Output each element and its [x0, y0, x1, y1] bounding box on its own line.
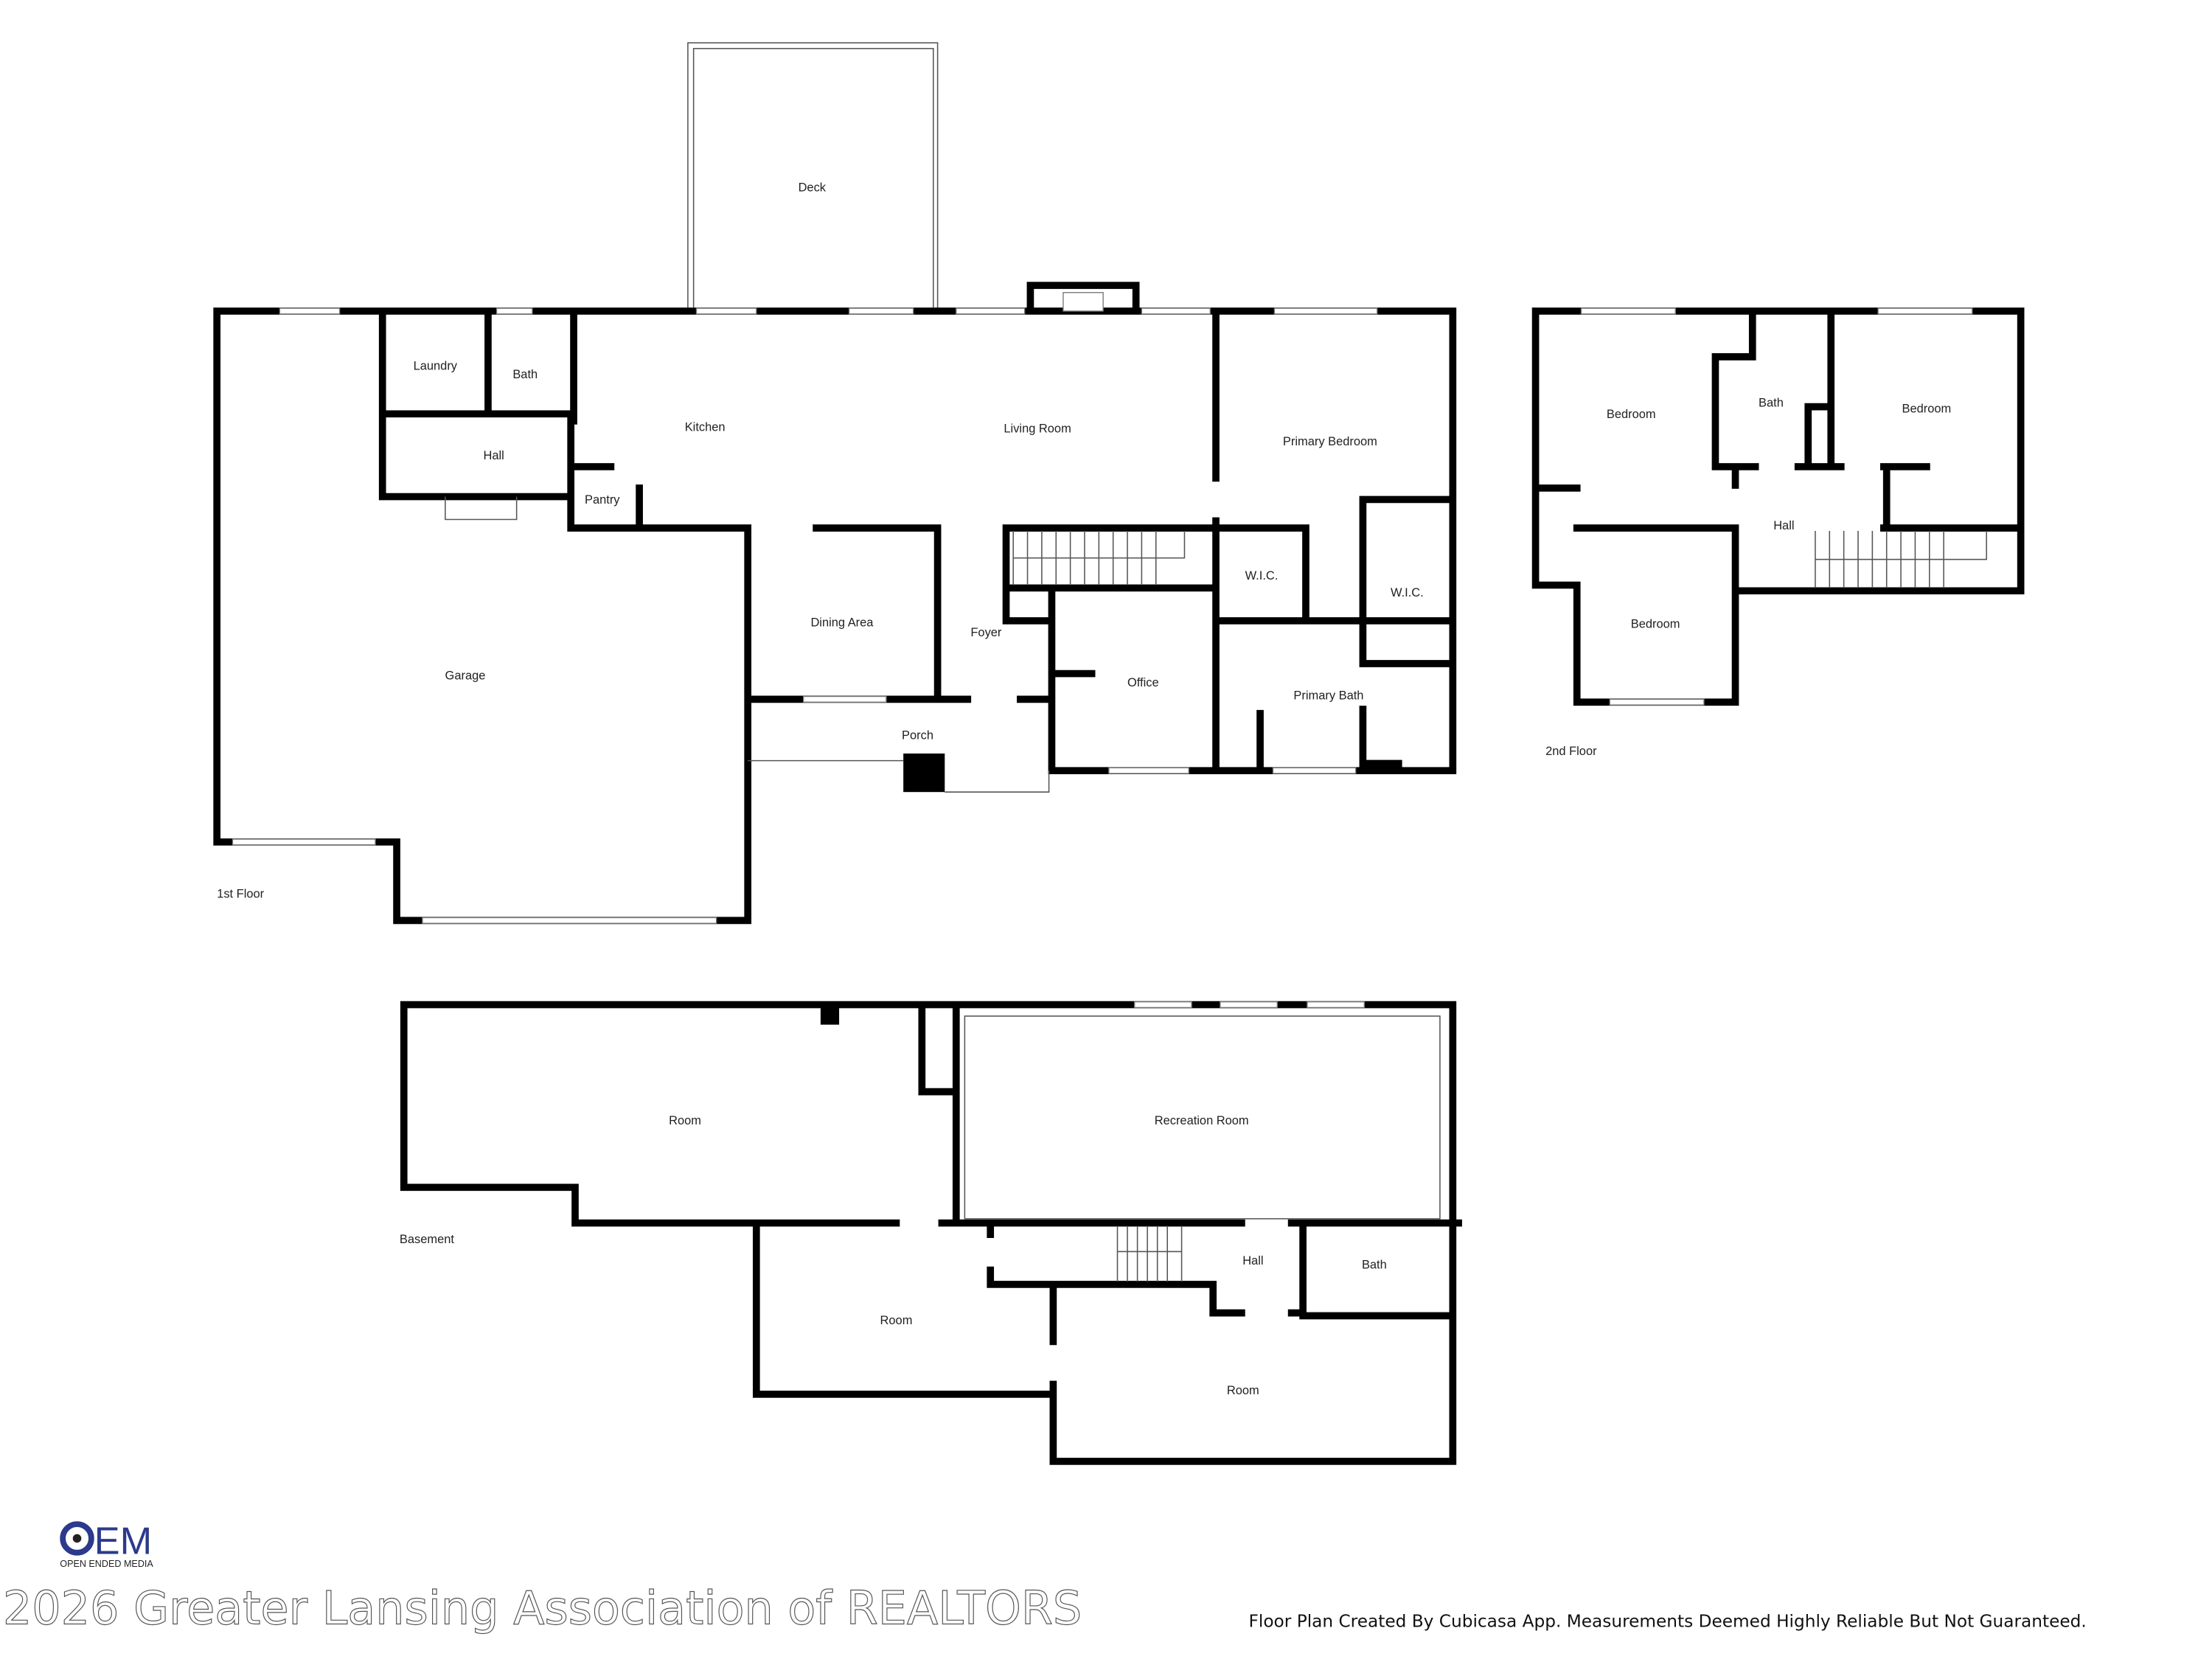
logo-text: EM — [94, 1520, 152, 1563]
room-label: Hall — [1242, 1254, 1263, 1267]
room-label: Recreation Room — [1155, 1114, 1249, 1127]
windows — [1134, 1001, 1366, 1009]
fireplace — [1062, 292, 1104, 312]
room-label: Hall — [484, 449, 504, 462]
room-label: Laundry — [414, 359, 458, 372]
windows — [232, 307, 1378, 924]
floor-label: Basement — [400, 1233, 454, 1246]
room-label: Room — [1227, 1384, 1259, 1397]
first-floor-plan: Deck Laundry Bath Kitchen Living Room Pr… — [213, 42, 1457, 925]
chimney — [903, 753, 945, 793]
room-label: Bedroom — [1902, 402, 1952, 415]
room-label: Living Room — [1004, 422, 1071, 435]
second-floor-plan: Bedroom Bath Bedroom Hall Bedroom 2nd Fl… — [1531, 307, 2025, 758]
room-label: Room — [669, 1114, 701, 1127]
room-label: Office — [1127, 676, 1159, 689]
basement-plan: Room Recreation Room Hall Bath Room Room… — [400, 1001, 1462, 1465]
room-label: Hall — [1773, 519, 1794, 532]
oem-logo: EM OPEN ENDED MEDIA — [60, 1520, 153, 1569]
basement-walls — [400, 1001, 1462, 1465]
first-floor-walls — [213, 282, 1457, 925]
porch-outline — [445, 496, 1050, 793]
room-label: Bath — [512, 368, 538, 381]
room-label: Bedroom — [1607, 408, 1656, 421]
deck-outline — [687, 42, 939, 312]
stairs — [1012, 531, 1186, 585]
room-label: Deck — [799, 181, 827, 194]
logo-subtext: OPEN ENDED MEDIA — [60, 1559, 153, 1569]
room-label: W.I.C. — [1391, 586, 1424, 599]
room-label: Pantry — [585, 493, 620, 507]
deck-inner — [692, 48, 934, 312]
room-label: Foyer — [970, 626, 1002, 639]
stairs — [1815, 531, 1987, 588]
floor-label: 1st Floor — [217, 887, 264, 900]
disclaimer: Floor Plan Created By Cubicasa App. Meas… — [1249, 1611, 2087, 1631]
stairs — [1116, 1225, 1183, 1282]
room-label: Garage — [445, 669, 486, 682]
windows — [1580, 307, 1973, 706]
column — [820, 1007, 840, 1025]
recreation-room-inner — [964, 1015, 1441, 1220]
room-label: Dining Area — [810, 616, 874, 630]
floor-label: 2nd Floor — [1545, 745, 1597, 758]
room-label: W.I.C. — [1245, 569, 1279, 582]
room-label: Room — [880, 1314, 913, 1327]
room-label: Porch — [902, 729, 933, 742]
room-label: Bedroom — [1631, 618, 1680, 631]
room-label: Primary Bedroom — [1283, 435, 1377, 448]
room-label: Bath — [1759, 397, 1784, 410]
room-label: Primary Bath — [1293, 689, 1363, 702]
watermark: 2026 Greater Lansing Association of REAL… — [3, 1582, 1082, 1635]
second-floor-walls — [1531, 307, 2025, 706]
room-label: Bath — [1362, 1259, 1387, 1272]
room-label: Kitchen — [685, 421, 726, 434]
